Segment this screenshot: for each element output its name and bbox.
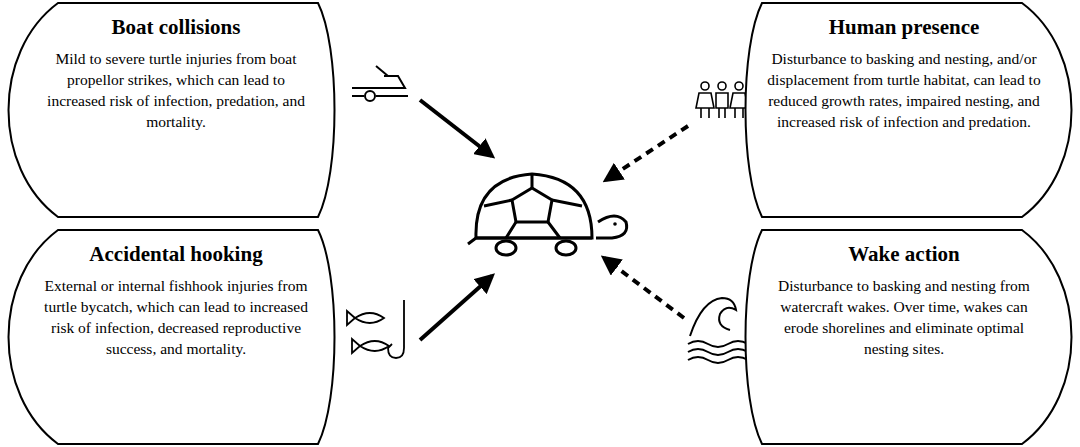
fish-hook-icon	[347, 300, 404, 358]
threat-panel: Boat collisionsMild to severe turtle inj…	[6, 2, 342, 218]
panel-body: External or internal fishhook injuries f…	[38, 275, 314, 359]
impact-arrows	[420, 100, 688, 340]
panel-heading: Accidental hooking	[38, 241, 314, 267]
panel-body: Disturbance to basking and nesting from …	[766, 275, 1042, 359]
panel-body: Mild to severe turtle injuries from boat…	[38, 48, 314, 132]
panel-heading: Wake action	[766, 241, 1042, 267]
panel-heading: Human presence	[766, 14, 1042, 40]
panel-body: Disturbance to basking and nesting, and/…	[766, 48, 1042, 132]
boat-icon	[352, 66, 408, 101]
threat-panel: Accidental hookingExternal or internal f…	[6, 229, 342, 445]
wave-icon	[688, 298, 748, 363]
turtle-figure	[468, 174, 627, 255]
panel-text: Human presenceDisturbance to basking and…	[766, 14, 1042, 132]
panel-heading: Boat collisions	[38, 14, 314, 40]
panel-text: Boat collisionsMild to severe turtle inj…	[38, 14, 314, 132]
panel-text: Wake actionDisturbance to basking and ne…	[766, 241, 1042, 359]
threat-panel: Human presenceDisturbance to basking and…	[738, 2, 1074, 218]
panel-text: Accidental hookingExternal or internal f…	[38, 241, 314, 359]
threat-panel: Wake actionDisturbance to basking and ne…	[738, 229, 1074, 445]
